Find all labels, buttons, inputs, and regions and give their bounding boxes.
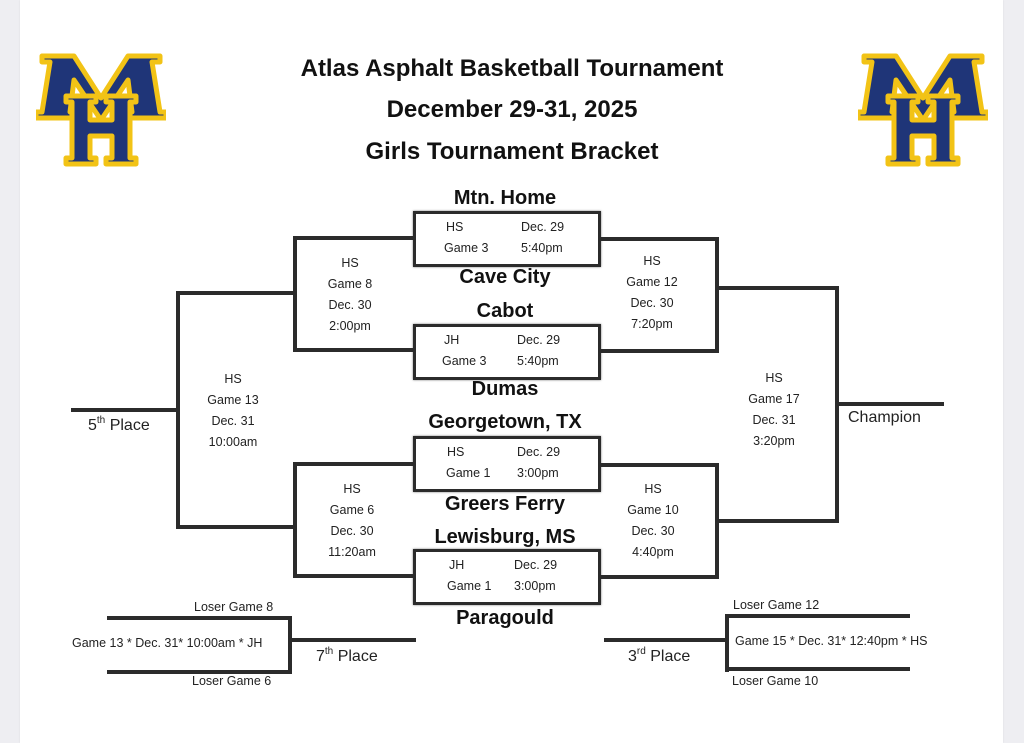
game-time: 3:20pm [753, 434, 795, 448]
game-10-info: HS Game 10 Dec. 30 4:40pm [598, 479, 708, 563]
loser-game-6-label: Loser Game 6 [192, 674, 272, 688]
game-time: 11:20am [328, 545, 376, 559]
game-date: Dec. 30 [631, 524, 675, 538]
game-level: HS [643, 254, 661, 268]
bracket-line [294, 236, 414, 240]
game-date: Dec. 29 [514, 558, 558, 572]
bracket-line [725, 667, 910, 671]
bracket-line [107, 616, 292, 620]
game-level: JH [444, 333, 460, 347]
team-greers-ferry: Greers Ferry [444, 493, 566, 515]
bracket-line [725, 614, 910, 618]
bracket-line [176, 291, 180, 529]
third-place-game-info: Game 15 * Dec. 31* 12:40pm * HS [735, 634, 928, 648]
round1-game-box: JH Dec. 29 Game 1 3:00pm [413, 549, 601, 605]
bracket-line [716, 286, 838, 290]
game-number: Game 6 [329, 503, 375, 517]
game-time: 5:40pm [521, 241, 563, 255]
bracket-line [716, 519, 838, 523]
bracket-line [107, 670, 292, 674]
game-level: HS [765, 371, 783, 385]
team-georgetown: Georgetown, TX [428, 411, 582, 433]
game-date: Dec. 30 [630, 296, 674, 310]
game-level: JH [449, 558, 465, 572]
bracket-line [288, 616, 292, 674]
game-level: HS [446, 220, 464, 234]
game-17-info: HS Game 17 Dec. 31 3:20pm [719, 368, 829, 452]
tournament-title: Atlas Asphalt Basketball Tournament [300, 55, 724, 82]
round1-game-box: JH Dec. 29 Game 3 5:40pm [413, 324, 601, 380]
tournament-dates: December 29-31, 2025 [386, 96, 638, 123]
bracket-line [177, 525, 295, 529]
bracket-line [294, 348, 414, 352]
game-number: Game 1 [447, 579, 492, 593]
bracket-line [836, 402, 944, 406]
game-time: 7:20pm [631, 317, 673, 331]
bracket-line [598, 463, 718, 467]
game-12-info: HS Game 12 Dec. 30 7:20pm [597, 251, 707, 335]
game-level: HS [343, 482, 361, 496]
game-number: Game 12 [626, 275, 678, 289]
loser-game-10-label: Loser Game 10 [732, 674, 819, 688]
game-number: Game 13 [207, 393, 259, 407]
game-date: Dec. 31 [752, 413, 796, 427]
mh-logo-left [36, 53, 166, 167]
champion-label: Champion [848, 409, 921, 426]
game-time: 10:00am [208, 435, 258, 449]
game-6-info: HS Game 6 Dec. 30 11:20am [297, 479, 407, 563]
game-date: Dec. 29 [517, 445, 561, 459]
third-place-label: 3rd Place [628, 646, 691, 665]
bracket-line [598, 349, 718, 353]
game-level: HS [644, 482, 662, 496]
game-date: Dec. 29 [517, 333, 561, 347]
round1-game-box: HS Dec. 29 Game 3 5:40pm [413, 211, 601, 267]
loser-game-12-label: Loser Game 12 [733, 598, 820, 612]
game-time: 5:40pm [517, 354, 559, 368]
game-time: 3:00pm [517, 466, 559, 480]
bracket-line [290, 638, 416, 642]
game-level: HS [341, 256, 359, 270]
bracket-line [604, 638, 726, 642]
mh-logo-right [858, 53, 988, 167]
team-cabot: Cabot [476, 300, 534, 322]
game-number: Game 3 [442, 354, 487, 368]
bracket-line [598, 575, 718, 579]
game-13-info: HS Game 13 Dec. 31 10:00am [178, 369, 288, 453]
game-date: Dec. 30 [330, 524, 374, 538]
game-date: Dec. 31 [211, 414, 255, 428]
loser-game-8-label: Loser Game 8 [194, 600, 274, 614]
bracket-line [293, 462, 297, 578]
bracket-line [598, 237, 718, 241]
game-number: Game 17 [748, 392, 800, 406]
game-time: 3:00pm [514, 579, 556, 593]
team-mtn-home: Mtn. Home [453, 187, 557, 209]
fifth-place-label: 5th Place [88, 415, 150, 434]
bracket-subtitle: Girls Tournament Bracket [365, 138, 659, 165]
seventh-place-game-info: Game 13 * Dec. 31* 10:00am * JH [72, 636, 263, 650]
game-time: 2:00pm [329, 319, 371, 333]
bracket-line [71, 408, 178, 412]
team-lewisburg: Lewisburg, MS [434, 526, 576, 548]
game-date: Dec. 29 [521, 220, 565, 234]
game-level: HS [224, 372, 242, 386]
bracket-line [177, 291, 295, 295]
game-number: Game 8 [327, 277, 373, 291]
bracket-line [294, 574, 414, 578]
seventh-place-label: 7th Place [316, 646, 378, 665]
team-dumas: Dumas [471, 378, 539, 400]
game-number: Game 1 [446, 466, 491, 480]
round1-game-box: HS Dec. 29 Game 1 3:00pm [413, 436, 601, 492]
game-level: HS [447, 445, 465, 459]
game-date: Dec. 30 [328, 298, 372, 312]
game-number: Game 3 [444, 241, 489, 255]
bracket-line [293, 236, 297, 352]
bracket-line [725, 614, 729, 672]
team-cave-city: Cave City [459, 266, 551, 288]
team-paragould: Paragould [456, 607, 554, 629]
bracket-line [715, 237, 719, 353]
game-8-info: HS Game 8 Dec. 30 2:00pm [295, 253, 405, 337]
game-time: 4:40pm [632, 545, 674, 559]
bracket-line [294, 462, 414, 466]
game-number: Game 10 [627, 503, 679, 517]
